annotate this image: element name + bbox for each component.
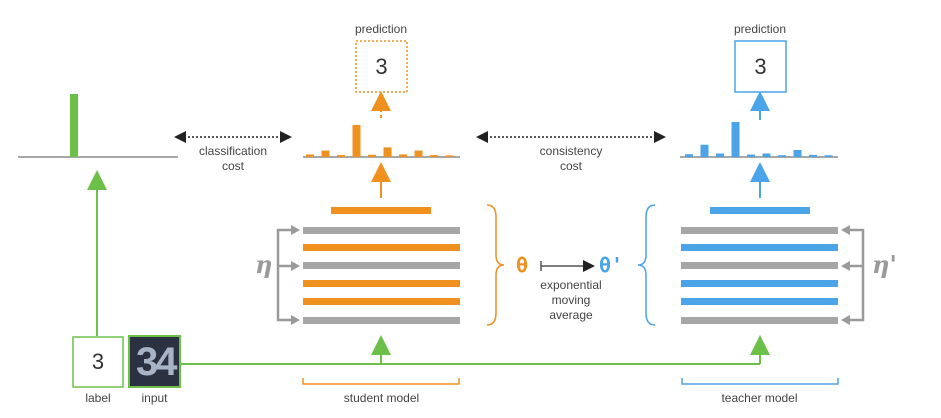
teacher-layer bbox=[681, 262, 838, 269]
bar bbox=[793, 150, 802, 157]
student-model-bracket bbox=[302, 378, 460, 385]
student-layer bbox=[303, 227, 460, 234]
bar bbox=[430, 155, 438, 157]
bar bbox=[368, 154, 376, 157]
student-model-label: student model bbox=[343, 391, 420, 405]
teacher-noise-bracket bbox=[849, 228, 865, 322]
student-noise-eta: η bbox=[255, 250, 273, 279]
bar bbox=[352, 125, 361, 157]
bar bbox=[399, 154, 407, 157]
bar bbox=[383, 147, 392, 157]
bar bbox=[700, 144, 709, 157]
consistency-cost-label: consistency cost bbox=[539, 144, 603, 173]
teacher-curly-brace bbox=[637, 204, 656, 326]
bar bbox=[762, 153, 771, 157]
teacher-prediction-label: prediction bbox=[733, 22, 787, 36]
input-box-frame bbox=[128, 335, 181, 388]
ema-label: exponential moving average bbox=[540, 278, 602, 322]
teacher-prediction-digit: 3 bbox=[754, 53, 767, 79]
student-layer bbox=[303, 262, 460, 269]
label-distribution-bars bbox=[70, 94, 78, 157]
bar bbox=[778, 155, 786, 157]
input-caption: input bbox=[141, 391, 168, 405]
teacher-weights-theta-prime: θ' bbox=[599, 253, 624, 277]
student-prediction-box bbox=[355, 40, 408, 93]
teacher-layer bbox=[681, 244, 838, 251]
bar bbox=[70, 94, 78, 157]
student-prediction-digit: 3 bbox=[375, 53, 388, 79]
teacher-model-layers bbox=[681, 207, 838, 324]
student-prediction-bars bbox=[306, 125, 454, 157]
teacher-layer bbox=[681, 227, 838, 234]
bar bbox=[809, 154, 817, 157]
teacher-prediction-bars bbox=[685, 122, 833, 157]
teacher-layer bbox=[681, 317, 838, 324]
teacher-model-bracket bbox=[681, 378, 839, 385]
bar bbox=[445, 155, 454, 157]
label-box bbox=[72, 336, 124, 388]
teacher-noise-eta-prime: η' bbox=[872, 250, 897, 279]
bar bbox=[731, 122, 740, 157]
bar bbox=[321, 150, 330, 157]
input-digit-glyphs: 34 bbox=[136, 340, 177, 384]
label-digit: 3 bbox=[91, 349, 105, 374]
bar bbox=[306, 154, 314, 157]
bar bbox=[337, 155, 345, 157]
student-output-layer bbox=[331, 207, 431, 214]
teacher-model-label: teacher model bbox=[721, 391, 798, 405]
student-curly-brace bbox=[486, 204, 505, 326]
bar bbox=[747, 154, 755, 157]
student-model-layers bbox=[303, 207, 460, 324]
input-digit-image: 34 bbox=[130, 337, 179, 386]
student-weights-theta: θ bbox=[516, 253, 529, 277]
student-layer bbox=[303, 244, 460, 251]
teacher-output-layer bbox=[710, 207, 810, 214]
student-layer bbox=[303, 317, 460, 324]
student-noise-bracket bbox=[276, 228, 292, 322]
bar bbox=[824, 155, 833, 157]
teacher-layer bbox=[681, 280, 838, 287]
teacher-layer bbox=[681, 298, 838, 305]
bar bbox=[414, 150, 423, 157]
classification-cost-label: classification cost bbox=[198, 144, 268, 173]
student-layer bbox=[303, 298, 460, 305]
bar bbox=[716, 153, 724, 157]
student-layer bbox=[303, 280, 460, 287]
student-prediction-label: prediction bbox=[354, 22, 408, 36]
bar bbox=[685, 154, 693, 157]
label-caption: label bbox=[85, 391, 111, 405]
